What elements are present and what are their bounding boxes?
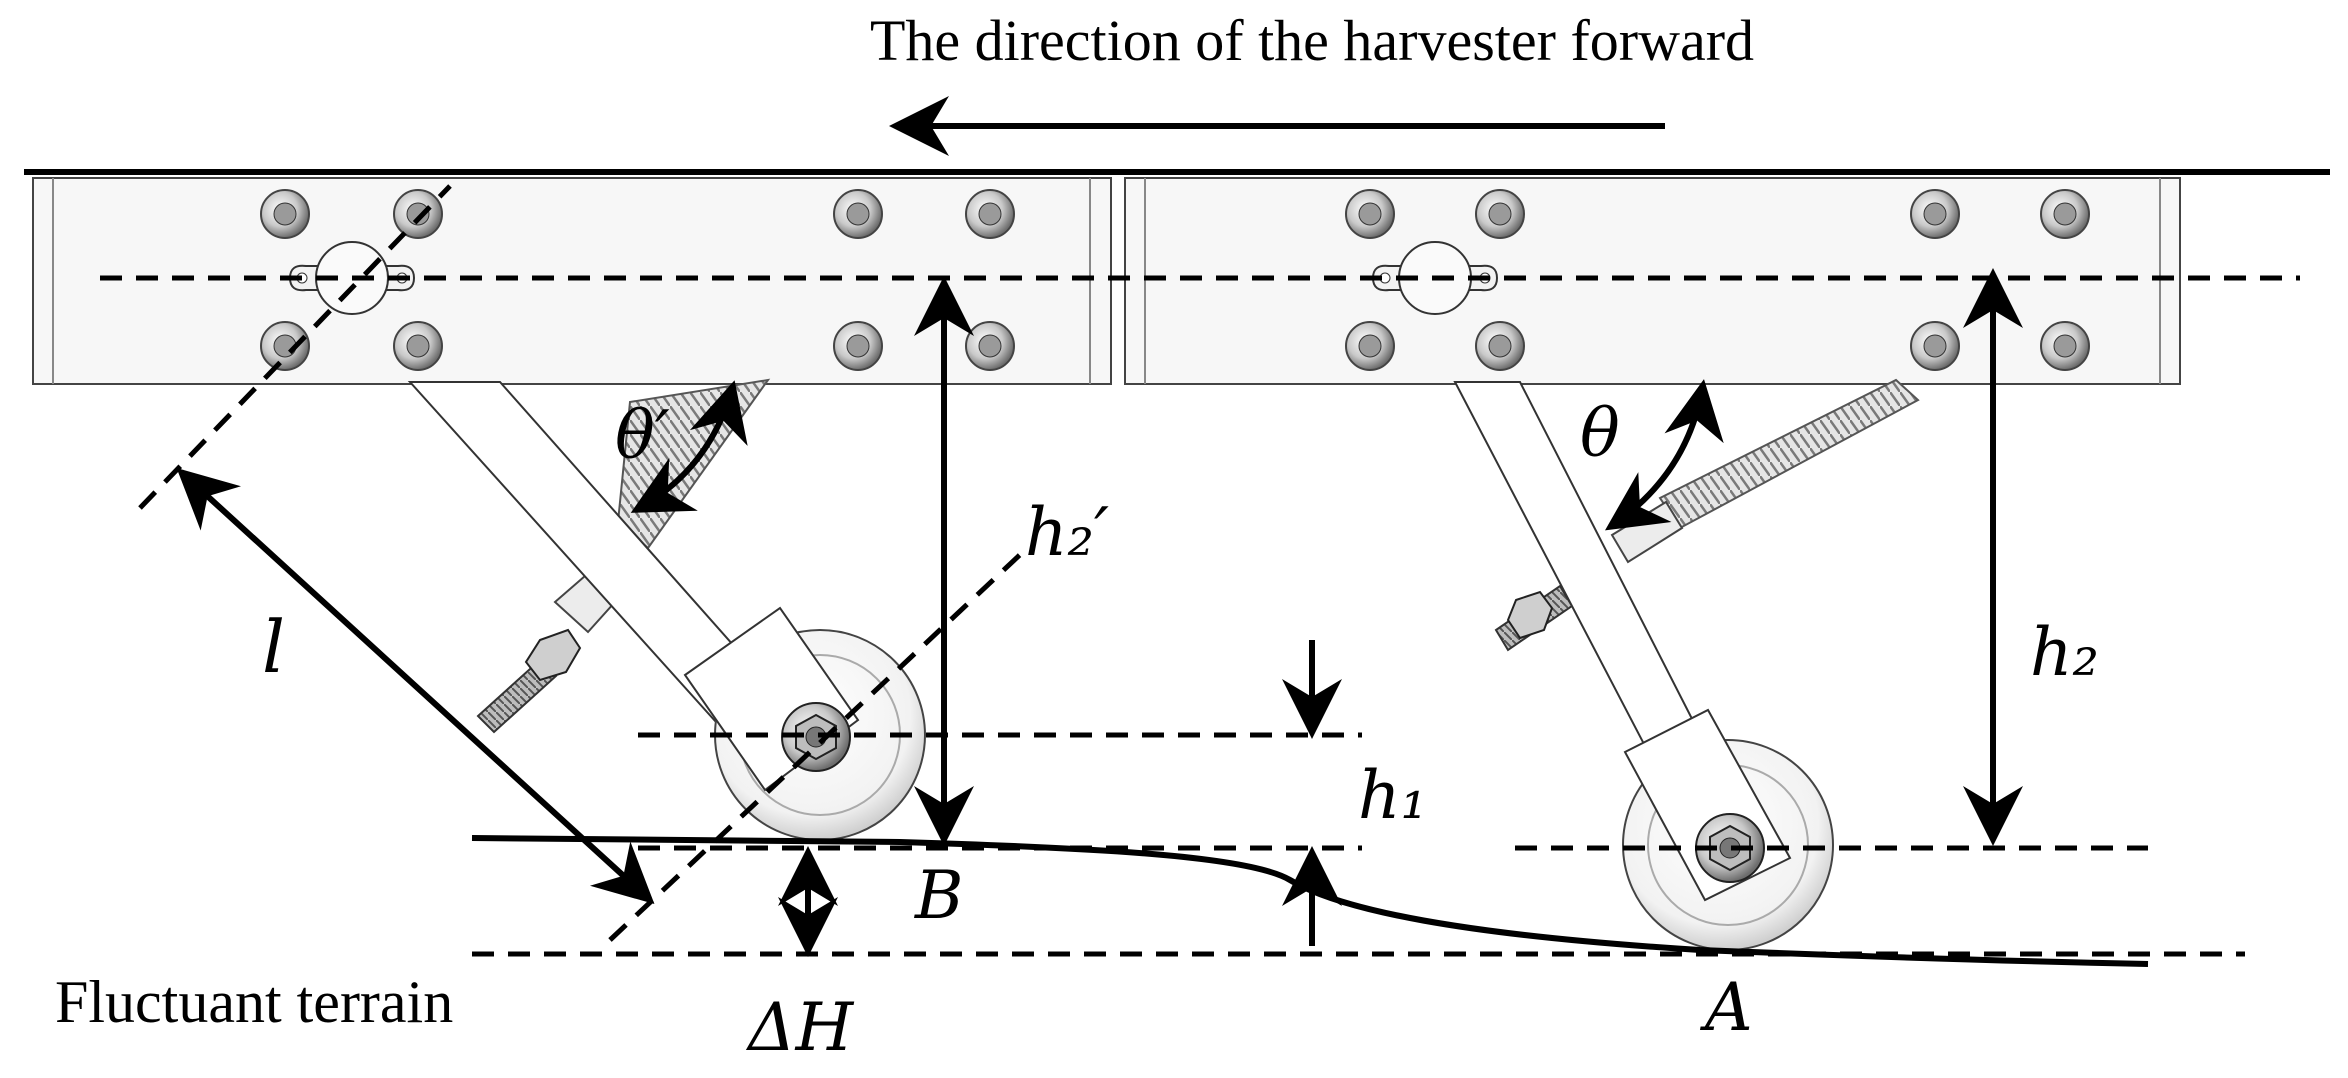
bolt-icon — [393, 189, 443, 239]
dimension-arrows — [176, 268, 2023, 957]
bolt-icon — [1475, 189, 1525, 239]
right-wheel — [1622, 708, 1834, 951]
theta-prime-label: θ′ — [615, 397, 670, 474]
arm-axis-line — [138, 184, 452, 510]
bolt-icon — [833, 321, 883, 371]
bolt-icon — [260, 321, 310, 371]
bolt-icon — [1345, 321, 1395, 371]
right-frame-plate — [1124, 177, 2181, 385]
right-spring-rod — [1494, 378, 1920, 652]
right-plate-bolts — [1345, 189, 2090, 371]
h2-prime-label: h₂′ — [1025, 494, 1109, 571]
bolt-icon — [965, 321, 1015, 371]
theta-prime-angle-arrow — [630, 380, 748, 513]
bolt-icon — [1910, 321, 1960, 371]
bolt-icon — [1910, 189, 1960, 239]
bolt-icon — [833, 189, 883, 239]
bolt-icon — [1475, 321, 1525, 371]
theta-label: θ — [1580, 395, 1620, 472]
point-b-label: B — [914, 857, 964, 934]
left-frame-plate — [32, 177, 1112, 385]
h2-label: h₂ — [2030, 614, 2099, 691]
l-dimension-arrow — [176, 467, 655, 905]
h1-label: h₁ — [1358, 757, 1427, 834]
theta-angle-arrow — [1605, 379, 1724, 531]
bolt-icon — [965, 189, 1015, 239]
terrain-curve — [471, 835, 2149, 967]
delta-h-label: ΔH — [745, 989, 855, 1066]
point-a-label: A — [1699, 969, 1753, 1046]
bolt-icon — [260, 189, 310, 239]
bolt-icon — [2040, 321, 2090, 371]
l-label: l — [262, 605, 285, 689]
bolt-icon — [393, 321, 443, 371]
diagram-title: The direction of the harvester forward — [870, 8, 1754, 73]
bolt-icon — [1345, 189, 1395, 239]
terrain-label: Fluctuant terrain — [55, 969, 453, 1035]
left-plate-bolts — [260, 189, 1015, 371]
bolt-icon — [2040, 189, 2090, 239]
